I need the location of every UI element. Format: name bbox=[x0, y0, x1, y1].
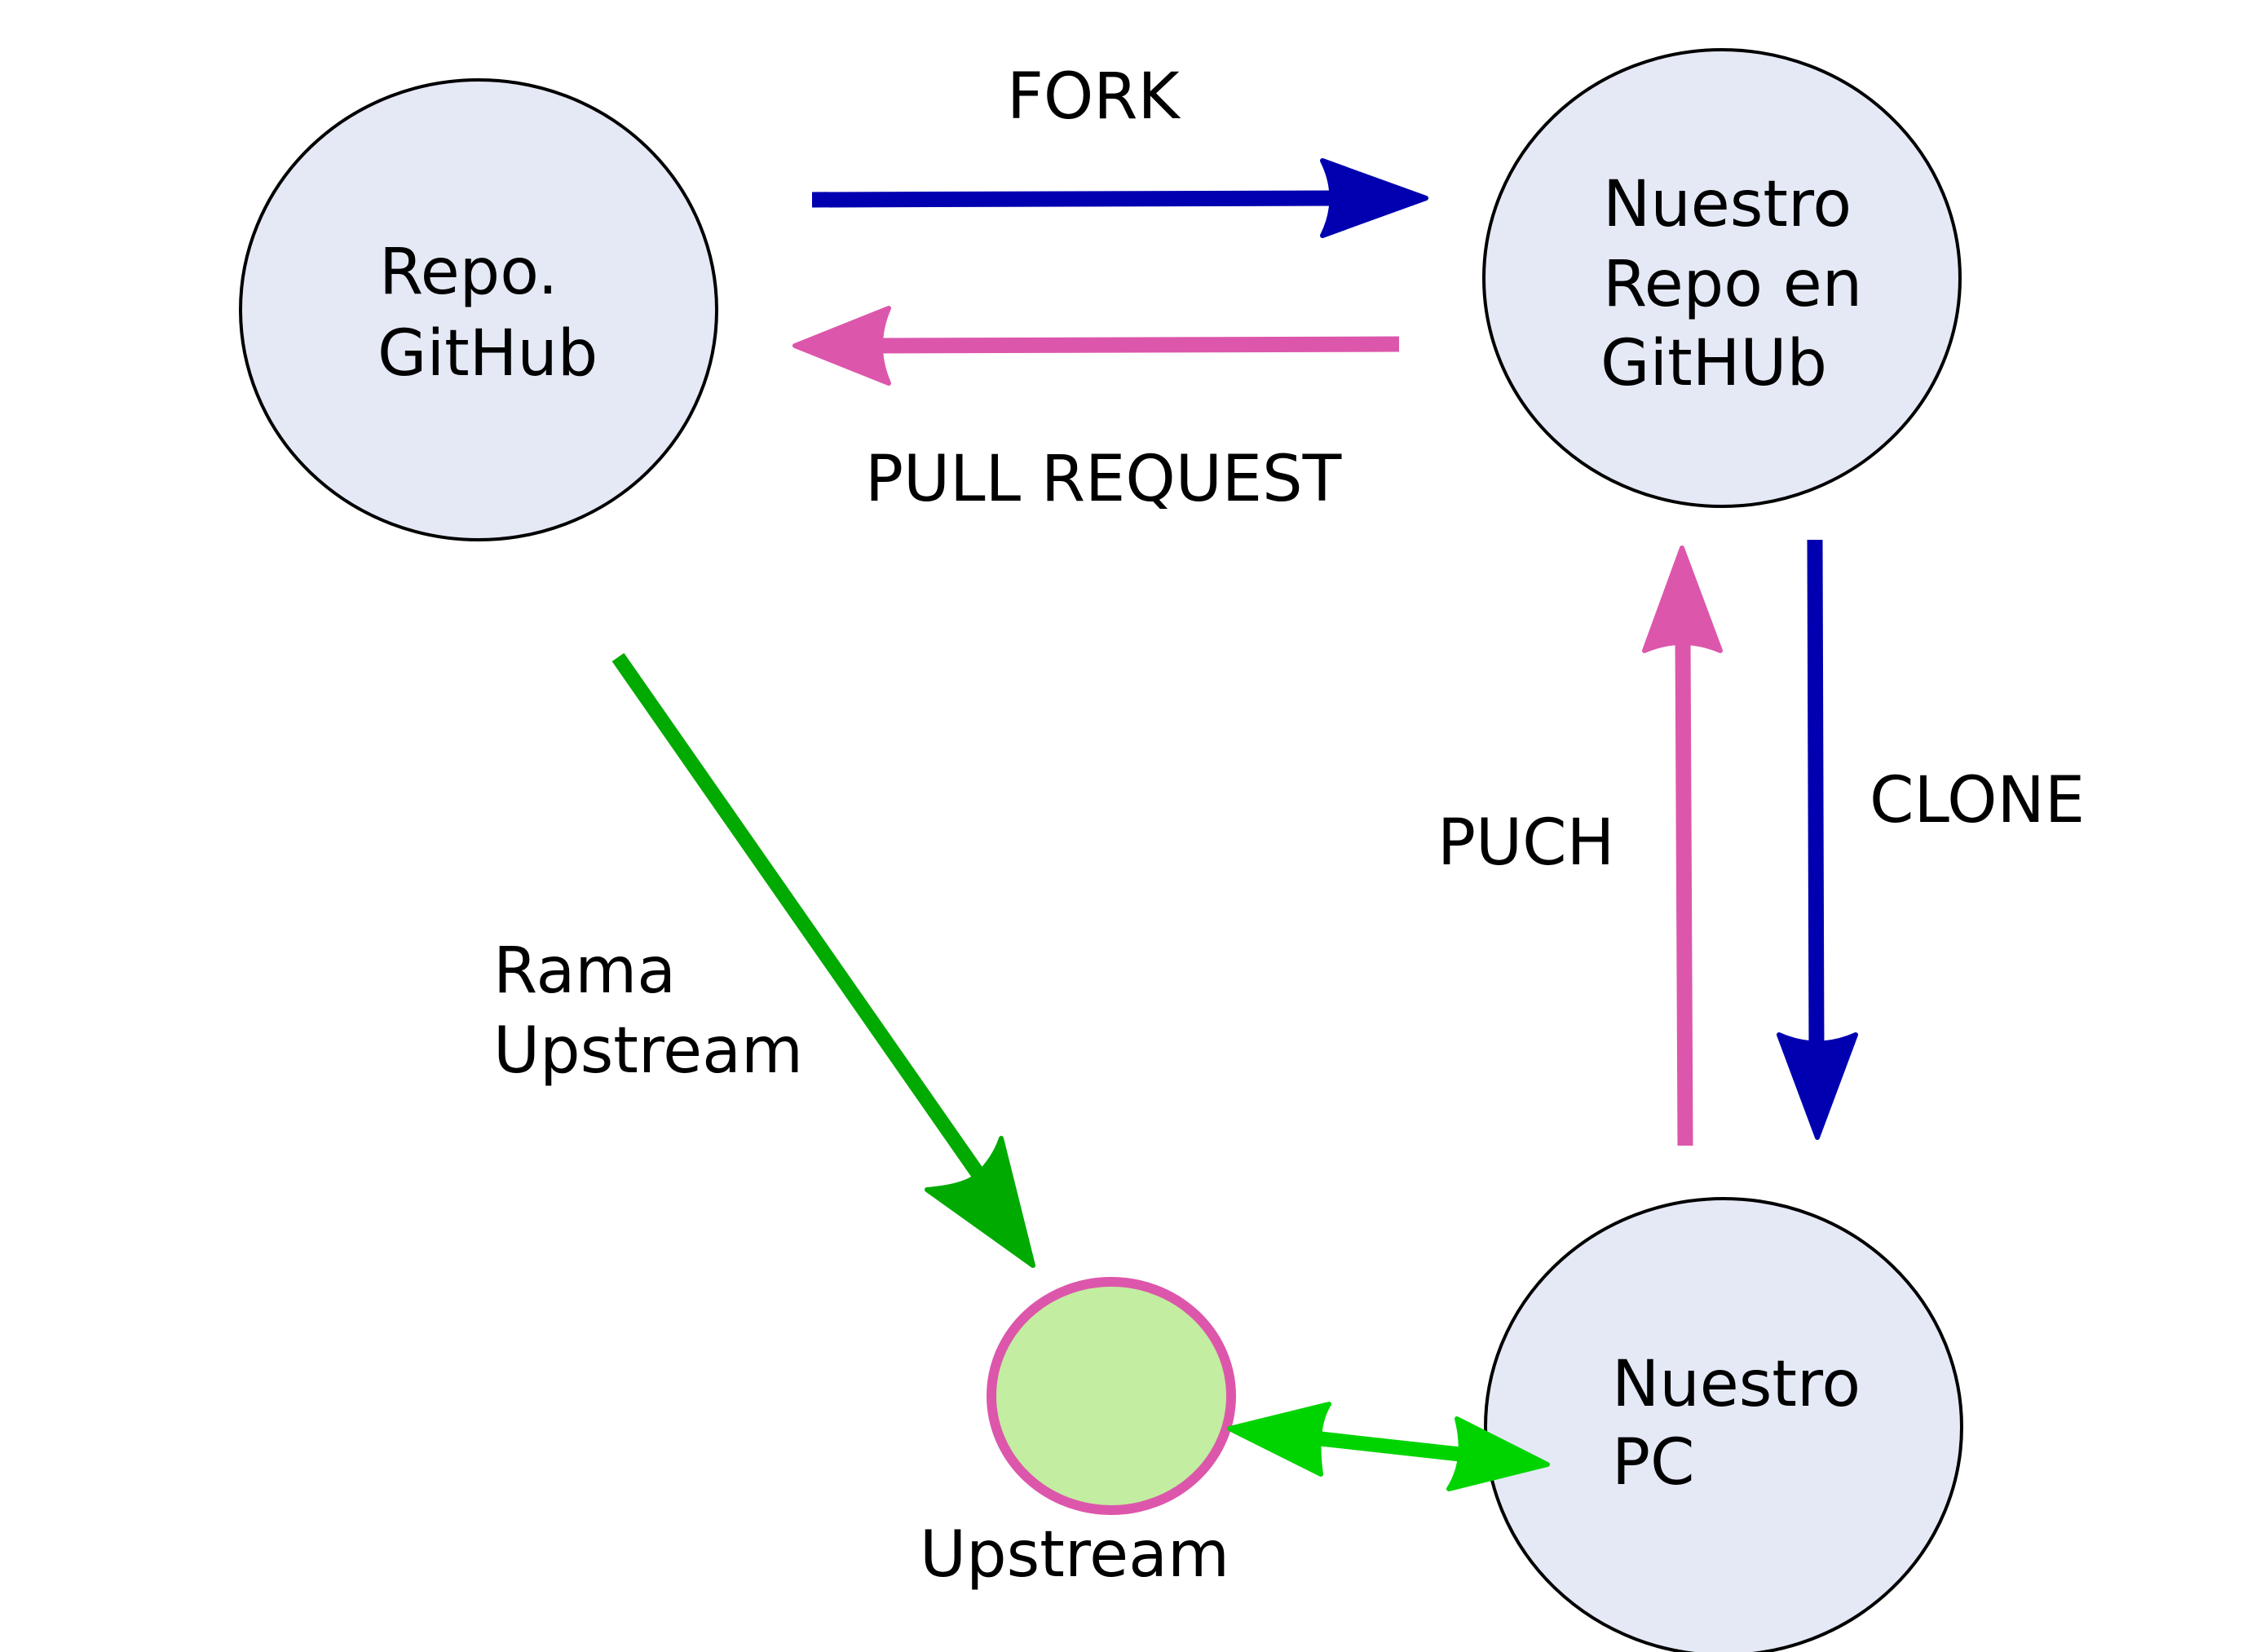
node-nuestro-pc[interactable]: Nuestro PC bbox=[1484, 1197, 1963, 1652]
edge-sync-arrowhead-right-icon bbox=[1446, 1416, 1550, 1491]
node-upstream[interactable]: Upstream bbox=[920, 1277, 1236, 1592]
node-repo-github-shape bbox=[239, 78, 718, 541]
edge-fork-arrowhead-icon bbox=[1320, 158, 1428, 238]
edge-fork-label: FORK bbox=[1007, 60, 1181, 134]
edge-rama-upstream-label-line1: Rama bbox=[493, 934, 676, 1008]
edge-rama-upstream[interactable]: Rama Upstream bbox=[493, 652, 1035, 1268]
edge-rama-upstream-label-line2: Upstream bbox=[493, 1014, 803, 1088]
node-nuestro-repo-label-line1: Nuestro bbox=[1603, 168, 1852, 241]
node-nuestro-repo-shape bbox=[1482, 48, 1962, 508]
edge-clone-label: CLONE bbox=[1870, 764, 2085, 837]
node-nuestro-repo[interactable]: Nuestro Repo en GitHUb bbox=[1482, 48, 1962, 508]
node-nuestro-repo-label-line2: Repo en bbox=[1603, 248, 1862, 321]
edge-clone[interactable]: CLONE bbox=[1777, 539, 2085, 1140]
edge-sync-arrowhead-left-icon bbox=[1227, 1402, 1331, 1477]
node-nuestro-pc-label-line1: Nuestro bbox=[1612, 1348, 1861, 1421]
edge-pull-request-label: PULL REQUEST bbox=[865, 443, 1342, 516]
edge-rama-upstream-shaft bbox=[611, 652, 985, 1179]
edge-rama-upstream-arrowhead-icon bbox=[925, 1136, 1035, 1268]
node-upstream-label: Upstream bbox=[920, 1518, 1229, 1592]
edge-sync-shaft bbox=[1316, 1431, 1464, 1462]
node-repo-github-label-line1: Repo. bbox=[379, 236, 558, 309]
edge-fork[interactable]: FORK bbox=[811, 60, 1428, 238]
edge-pull-request-shaft bbox=[876, 336, 1400, 354]
edge-clone-shaft bbox=[1807, 539, 1825, 1053]
node-nuestro-pc-label-line2: PC bbox=[1612, 1426, 1695, 1500]
edge-push-shaft bbox=[1675, 635, 1693, 1146]
edge-clone-arrowhead-icon bbox=[1777, 1032, 1858, 1140]
node-nuestro-pc-shape bbox=[1484, 1197, 1963, 1652]
edge-fork-shaft bbox=[811, 190, 1338, 208]
edge-push-label: PUCH bbox=[1437, 806, 1614, 880]
node-upstream-shape bbox=[987, 1277, 1236, 1515]
node-repo-github-label-line2: GitHub bbox=[377, 317, 598, 391]
edge-push-arrowhead-icon bbox=[1642, 546, 1723, 653]
edge-sync[interactable] bbox=[1227, 1402, 1550, 1491]
edge-push[interactable]: PUCH bbox=[1437, 546, 1723, 1146]
node-nuestro-repo-label-line3: GitHUb bbox=[1600, 327, 1827, 400]
node-repo-github[interactable]: Repo. GitHub bbox=[239, 78, 718, 541]
edge-pull-request-arrowhead-icon bbox=[792, 306, 891, 386]
edge-pull-request[interactable]: PULL REQUEST bbox=[792, 306, 1400, 516]
